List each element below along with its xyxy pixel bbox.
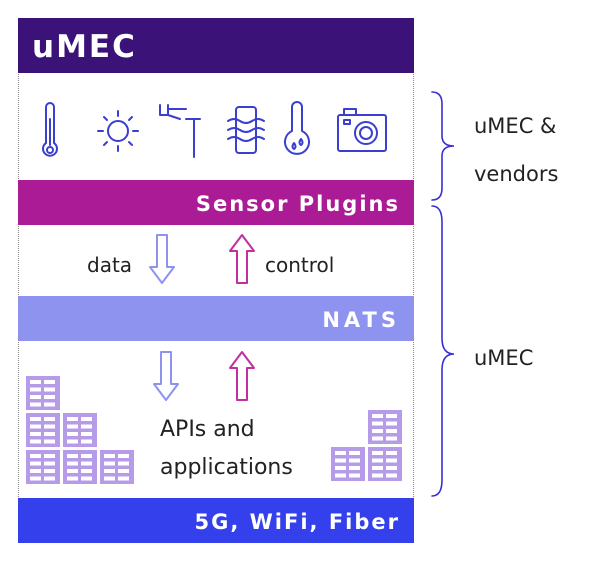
app-block: [26, 413, 60, 447]
bracket-label-umec-vendors-1: uMEC &: [474, 114, 557, 138]
lower-brace: [431, 205, 455, 497]
camera-icon: [337, 108, 387, 152]
app-block: [26, 450, 60, 484]
app-block: [26, 376, 60, 410]
nats-band: NATS: [18, 296, 414, 341]
sensor-plugins-band: Sensor Plugins: [18, 180, 414, 225]
wind-icon: [227, 106, 265, 154]
apis-label: APIs and: [160, 417, 255, 442]
app-block: [63, 413, 97, 447]
data-label: data: [87, 253, 133, 277]
app-blocks-right: [331, 410, 402, 481]
sensor-icons-row: [42, 101, 387, 158]
bracket-label-umec-vendors-2: vendors: [474, 162, 559, 186]
thermometer-icon: [42, 102, 58, 157]
apps-data-down-arrow: [153, 351, 179, 401]
app-block: [100, 450, 134, 484]
control-label: control: [265, 253, 335, 277]
humidity-icon: [284, 101, 310, 155]
umec-title-band: uMEC: [18, 18, 414, 73]
apps-control-up-arrow: [229, 351, 255, 401]
control-up-arrow: [229, 234, 255, 284]
wind-vane-icon: [159, 104, 201, 158]
bracket-label-umec: uMEC: [474, 346, 534, 370]
network-band: 5G, WiFi, Fiber: [18, 498, 414, 543]
app-block: [331, 447, 365, 481]
app-blocks-left: [26, 376, 134, 484]
data-down-arrow: [149, 234, 175, 284]
side-brackets: [431, 91, 455, 497]
applications-label: applications: [160, 455, 293, 480]
sun-icon: [97, 110, 139, 152]
app-block: [368, 447, 402, 481]
app-block: [63, 450, 97, 484]
upper-brace: [431, 91, 455, 201]
app-block: [368, 410, 402, 444]
